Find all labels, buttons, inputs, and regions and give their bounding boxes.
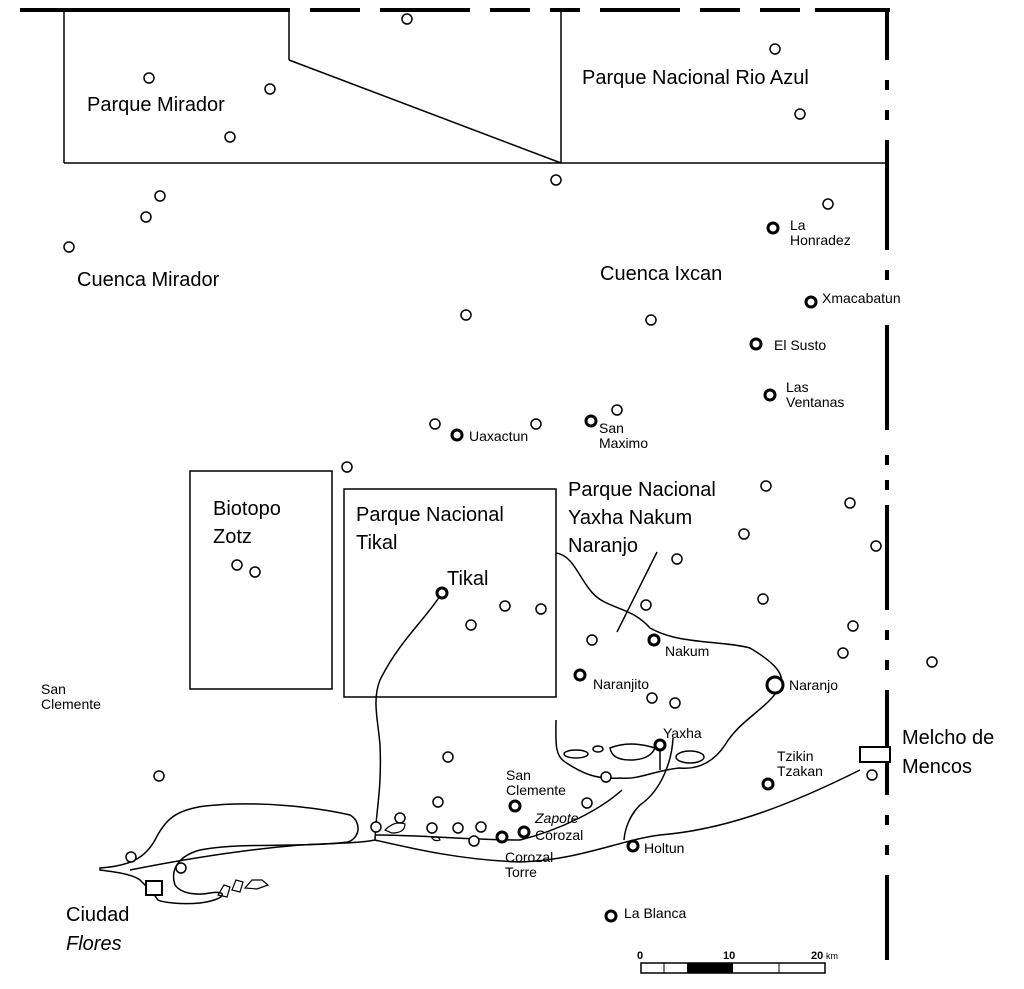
label-la-blanca: La Blanca <box>624 905 686 921</box>
northern-park-boundaries <box>63 10 887 164</box>
scale-unit: km <box>826 951 838 961</box>
tikal-park-boundary <box>343 488 557 698</box>
yaxha-park-boundary <box>555 552 783 780</box>
yaxha-label-leader <box>616 551 658 633</box>
label-biotopo-zotz-2: Zotz <box>213 526 252 548</box>
scale-bar: 0 10 20 km <box>637 950 838 974</box>
site-marker-nakum <box>647 633 661 647</box>
site-marker-la-blanca <box>604 909 618 923</box>
site-marker-uaxactun <box>450 428 464 442</box>
label-san-maximo-1: San <box>599 420 624 436</box>
site-marker-las-ventanas <box>763 388 777 402</box>
site-marker-naranjito <box>573 668 587 682</box>
label-la-honradez-1: La <box>790 217 806 233</box>
town-marker-flores <box>145 880 163 896</box>
label-parque-yaxha-3: Naranjo <box>568 535 638 557</box>
lake-peten-itza <box>99 803 359 905</box>
label-parque-rio-azul: Parque Nacional Rio Azul <box>582 67 809 89</box>
label-naranjo: Naranjo <box>789 677 838 693</box>
site-marker-san-clemente <box>508 799 522 813</box>
site-marker-xmacabatun <box>804 295 818 309</box>
label-parque-tikal-1: Parque Nacional <box>356 504 504 526</box>
scale-tick-10: 10 <box>723 950 735 962</box>
label-san-clemente-2: Clemente <box>506 782 566 798</box>
site-marker-holtun <box>626 839 640 853</box>
biotopo-zotz-boundary <box>189 470 333 690</box>
roads <box>129 592 861 871</box>
site-marker-tikal <box>435 586 449 600</box>
label-corozal-torre-2: Torre <box>505 864 537 880</box>
minor-sites <box>63 13 938 874</box>
label-san-clemente-west-2: Clemente <box>41 696 101 712</box>
label-corozal-torre-1: Corozal <box>505 849 553 865</box>
label-san-clemente-1: San <box>506 767 531 783</box>
lake-islands <box>217 822 441 898</box>
label-zapote: Zapote <box>534 810 579 826</box>
site-marker-naranjo <box>765 675 785 695</box>
label-biotopo-zotz-1: Biotopo <box>213 498 281 520</box>
label-tzikin-tzakan-2: Tzakan <box>777 763 823 779</box>
label-las-ventanas-1: Las <box>786 379 809 395</box>
label-melchor-2: Mencos <box>902 756 972 778</box>
label-yaxha: Yaxha <box>663 725 702 741</box>
label-tzikin-tzakan-1: Tzikin <box>777 748 814 764</box>
label-holtun: Holtun <box>644 840 684 856</box>
scale-bar-dark-segment <box>687 963 733 973</box>
town-marker-melchor <box>859 746 891 763</box>
site-marker-yaxha <box>653 738 667 752</box>
label-melchor-1: Melcho de <box>902 727 994 749</box>
site-marker-corozal <box>495 830 509 844</box>
label-parque-yaxha-2: Yaxha Nakum <box>568 507 692 529</box>
label-tikal: Tikal <box>447 568 488 590</box>
label-la-honradez-2: Honradez <box>790 232 851 248</box>
label-el-susto: El Susto <box>774 337 826 353</box>
scale-tick-20: 20 <box>811 950 823 962</box>
label-ciudad-flores-2: Flores <box>66 933 122 955</box>
label-corozal: Corozal <box>535 827 583 843</box>
label-cuenca-ixcan: Cuenca Ixcan <box>600 263 722 285</box>
label-nakum: Nakum <box>665 643 709 659</box>
label-san-maximo-2: Maximo <box>599 435 648 451</box>
label-cuenca-mirador: Cuenca Mirador <box>77 269 220 291</box>
label-ciudad-flores-1: Ciudad <box>66 904 129 926</box>
label-parque-tikal-2: Tikal <box>356 532 397 554</box>
yaxha-lakes <box>563 743 705 764</box>
site-marker-tzikin-tzakan <box>761 777 775 791</box>
label-naranjito: Naranjito <box>593 676 649 692</box>
site-marker-zapote <box>517 825 531 839</box>
label-parque-yaxha-1: Parque Nacional <box>568 479 716 501</box>
site-marker-el-susto <box>749 337 763 351</box>
site-marker-san-maximo <box>584 414 598 428</box>
label-uaxactun: Uaxactun <box>469 428 528 444</box>
label-xmacabatun: Xmacabatun <box>822 290 901 306</box>
site-marker-la-honradez <box>766 221 780 235</box>
label-las-ventanas-2: Ventanas <box>786 394 844 410</box>
scale-tick-0: 0 <box>637 950 643 962</box>
label-parque-mirador: Parque Mirador <box>87 94 225 116</box>
label-san-clemente-west-1: San <box>41 681 66 697</box>
